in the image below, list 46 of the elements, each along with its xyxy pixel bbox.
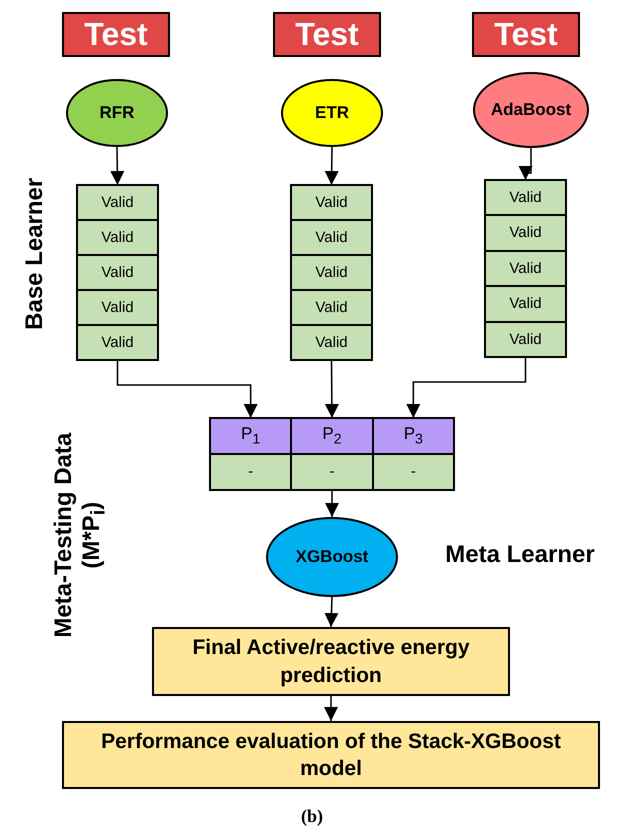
process-box: Performance evaluation of the Stack-XGBoost model (62, 721, 600, 789)
table-cell: Valid (291, 185, 372, 220)
table-cell: Valid (291, 325, 372, 360)
data-table (485, 180, 566, 357)
table-cell: Valid (77, 255, 158, 290)
model-ellipse: AdaBoost (473, 72, 589, 148)
table-cell: Valid (77, 290, 158, 325)
caption: (b) (300, 806, 324, 827)
table-cell: Valid (485, 322, 566, 357)
model-ellipse: XGBoost (266, 517, 398, 597)
table-cell: Valid (485, 286, 566, 322)
table-cell: Valid (485, 250, 566, 286)
table-cell: Valid (485, 215, 566, 251)
data-table (77, 185, 158, 360)
section-label: Meta Learner (444, 541, 596, 569)
data-table (291, 185, 372, 360)
model-ellipse: RFR (66, 79, 168, 147)
arrow (324, 596, 338, 628)
table-cell: Valid (77, 325, 158, 360)
table-cell: Valid (291, 255, 372, 290)
test-box: Test (273, 12, 381, 57)
table-cell: - (372, 454, 454, 490)
arrow (325, 490, 339, 517)
table-cell: Valid (291, 290, 372, 325)
table-cell: Valid (77, 185, 158, 220)
test-box: Test (472, 12, 580, 57)
arrow (324, 360, 339, 418)
arrow (116, 360, 258, 418)
process-box: Final Active/reactive energy prediction (152, 627, 510, 696)
data-table (210, 418, 454, 490)
test-box: Test (62, 12, 170, 57)
table-cell: Valid (485, 180, 566, 216)
arrow (110, 146, 124, 186)
table-cell: P$_{1}$ (210, 418, 292, 454)
arrow (324, 696, 338, 721)
arrow (518, 148, 532, 180)
table-cell: Valid (291, 220, 372, 255)
axis-title: Base Learner (21, 176, 49, 332)
table-cell: P$_{2}$ (291, 418, 373, 454)
table-cell: P$_{3}$ (372, 418, 454, 454)
table-cell: - (291, 454, 373, 490)
arrow (406, 357, 526, 418)
table-cell: - (210, 454, 292, 490)
arrow (324, 146, 339, 186)
model-ellipse: ETR (281, 79, 383, 147)
table-cell: Valid (77, 220, 158, 255)
